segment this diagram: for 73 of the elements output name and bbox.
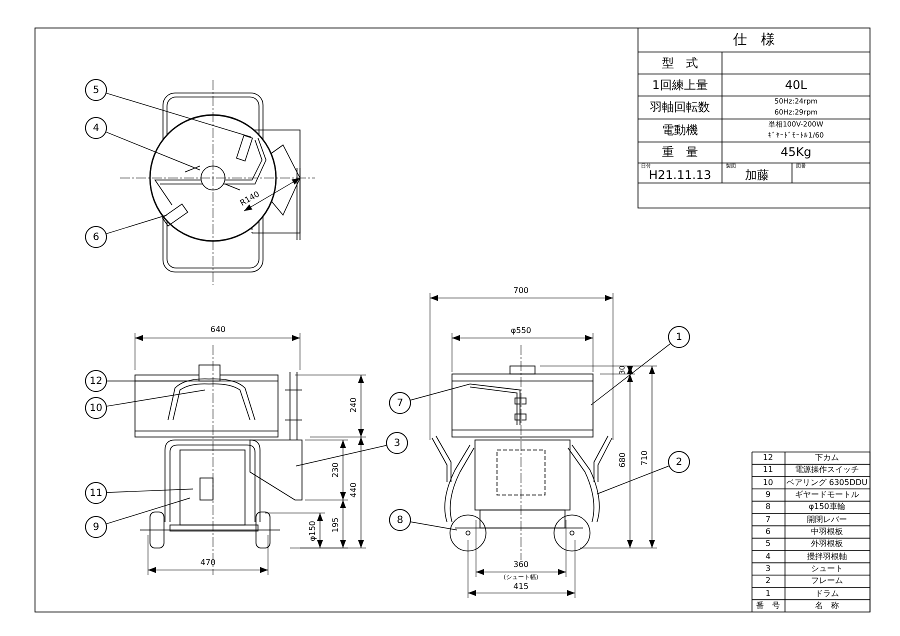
callout-number: 3 — [386, 432, 408, 454]
table-text: 4 — [765, 552, 771, 561]
table-text: 12 — [762, 454, 774, 462]
table-text: ドラム — [815, 590, 839, 598]
dimension-label: 230 — [332, 462, 340, 478]
callout-number: 2 — [668, 451, 690, 473]
dimension-label: φ150 — [309, 520, 317, 542]
leader-line — [410, 384, 470, 400]
table-text: 10 — [762, 478, 774, 487]
table-text: 1回練上量 — [652, 79, 708, 91]
table-text: 型 式 — [662, 57, 698, 69]
dimension-label: 195 — [332, 517, 340, 533]
table-text: 40L — [785, 79, 807, 91]
dimension-label: 640 — [210, 326, 226, 334]
leader-line — [410, 522, 458, 530]
table-text: フレーム — [811, 577, 843, 586]
dimension-label: 710 — [641, 450, 649, 466]
table-text: 開閉レバー — [807, 516, 847, 524]
table-text: 7 — [765, 516, 771, 524]
callout-number: 8 — [389, 509, 411, 531]
leader-line — [106, 390, 206, 407]
callout-number: 5 — [85, 79, 107, 101]
callout-number: 1 — [668, 326, 690, 348]
table-text: 45Kg — [780, 146, 812, 158]
dimension-label: 415 — [513, 583, 529, 591]
table-text: 8 — [765, 503, 771, 512]
table-text: H21.11.13 — [648, 169, 712, 181]
table-text: 11 — [762, 466, 774, 474]
leader-line — [106, 488, 194, 493]
callout-number: 4 — [85, 117, 107, 139]
leader-line — [106, 498, 190, 524]
table-title: 仕 様 — [733, 33, 775, 47]
table-text: 9 — [765, 491, 771, 500]
table-text: ギヤードモートル — [795, 491, 859, 500]
table-text: 下カム — [815, 454, 839, 462]
table-text: シュート — [811, 564, 843, 573]
dimension-label: 440 — [350, 482, 358, 498]
leader-line — [106, 132, 200, 170]
callout-number: 12 — [85, 370, 107, 392]
table-text: 3 — [765, 564, 771, 573]
table-text: 電動機 — [662, 124, 698, 136]
leader-line — [106, 380, 190, 382]
callout-number: 7 — [389, 392, 411, 414]
leader-line — [296, 445, 387, 466]
table-text: 5 — [765, 540, 771, 548]
table-text: ベアリング 6305DDU — [786, 478, 868, 487]
callout-number: 10 — [85, 397, 107, 419]
dimension-label: 240 — [350, 397, 358, 413]
leader-line — [590, 343, 671, 406]
callout-number: 9 — [85, 516, 107, 538]
table-text: 攪拌羽根軸 — [807, 552, 847, 561]
table-text: 名 称 — [815, 602, 839, 610]
callout-number: 11 — [85, 482, 107, 504]
dimension-label: 470 — [200, 559, 216, 567]
table-text: 2 — [765, 577, 771, 586]
table-text: 番 号 — [756, 602, 780, 610]
table-text: 重 量 — [662, 146, 698, 158]
leader-line — [596, 466, 670, 494]
table-text: 羽軸回転数 — [650, 101, 710, 113]
leader-line — [106, 92, 252, 138]
table-text: 6 — [765, 528, 771, 536]
dimension-label: 700 — [513, 287, 529, 295]
dimension-label: 680 — [619, 452, 627, 468]
dimension-label: 360 — [513, 561, 529, 569]
table-text: 電源操作スイッチ — [795, 466, 859, 474]
table-text: 外羽根板 — [811, 540, 843, 548]
callout-number: 6 — [85, 226, 107, 248]
table-text: φ150車輪 — [808, 503, 846, 512]
table-text: 1 — [765, 590, 771, 598]
table-text: 加藤 — [745, 169, 769, 181]
dimension-label: φ550 — [510, 327, 532, 335]
leader-line — [106, 214, 168, 234]
table-text: 中羽根板 — [811, 528, 843, 536]
